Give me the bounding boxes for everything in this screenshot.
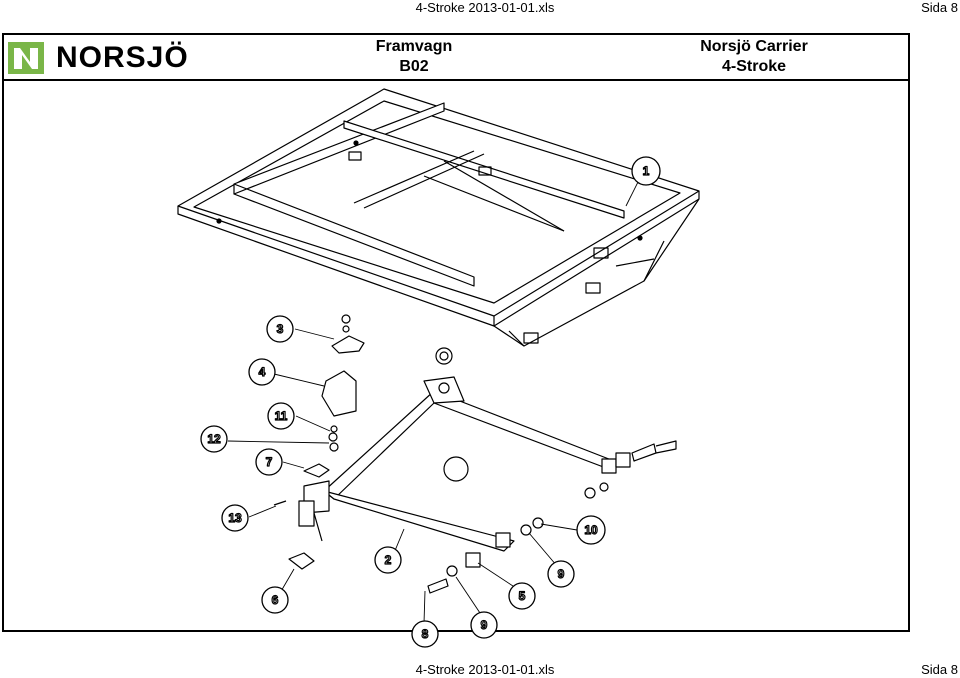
svg-text:13: 13 bbox=[228, 511, 242, 525]
header-filename: 4-Stroke 2013-01-01.xls bbox=[415, 0, 555, 15]
callout-9-lower: 9 bbox=[470, 611, 498, 639]
callout-7: 7 bbox=[255, 448, 283, 476]
svg-text:11: 11 bbox=[275, 409, 288, 423]
footer-filename: 4-Stroke 2013-01-01.xls bbox=[415, 662, 555, 677]
svg-text:6: 6 bbox=[272, 593, 279, 607]
callout-9-upper: 9 bbox=[547, 560, 575, 588]
drawing-frame: NORSJÖ Framvagn B02 Norsjö Carrier 4-Str… bbox=[2, 33, 910, 648]
svg-text:7: 7 bbox=[266, 455, 273, 469]
callout-8: 8 bbox=[411, 620, 439, 648]
svg-text:12: 12 bbox=[207, 432, 221, 446]
svg-text:9: 9 bbox=[558, 567, 565, 581]
bumper-parts bbox=[273, 314, 365, 570]
svg-text:3: 3 bbox=[277, 322, 284, 336]
callout-6: 6 bbox=[261, 586, 289, 614]
callout-11: 11 bbox=[267, 402, 295, 430]
svg-text:5: 5 bbox=[519, 589, 526, 603]
callout-4: 4 bbox=[248, 358, 276, 386]
norsjo-logo: NORSJÖ bbox=[8, 42, 208, 74]
svg-text:9: 9 bbox=[481, 618, 488, 632]
callout-10: 10 bbox=[576, 515, 606, 545]
title-line-1: Framvagn bbox=[375, 38, 453, 55]
callout-13: 13 bbox=[221, 504, 249, 532]
title-block: NORSJÖ Framvagn B02 Norsjö Carrier 4-Str… bbox=[4, 35, 908, 81]
callout-3: 3 bbox=[266, 315, 294, 343]
axle-assembly bbox=[303, 376, 677, 594]
callout-12: 12 bbox=[200, 425, 228, 453]
title-line-2: B02 bbox=[399, 58, 429, 75]
product-line-1: Norsjö Carrier bbox=[700, 38, 808, 55]
product-line-2: 4-Stroke bbox=[721, 58, 787, 75]
header-page-number: Sida 8 bbox=[921, 0, 958, 15]
svg-text:2: 2 bbox=[385, 553, 392, 567]
logo-wordmark: NORSJÖ bbox=[56, 41, 189, 74]
exploded-parts-drawing: 1 3 4 11 12 7 13 2 6 8 9 5 9 10 bbox=[177, 88, 700, 648]
norsjo-logo-icon bbox=[8, 42, 44, 74]
callout-2: 2 bbox=[374, 546, 402, 574]
callout-5: 5 bbox=[508, 582, 536, 610]
svg-text:8: 8 bbox=[422, 627, 429, 641]
svg-text:1: 1 bbox=[643, 164, 650, 178]
callout-1: 1 bbox=[631, 156, 661, 186]
footer-page-number: Sida 8 bbox=[921, 662, 958, 677]
frame-assembly bbox=[177, 88, 700, 365]
svg-text:10: 10 bbox=[584, 523, 598, 537]
svg-text:4: 4 bbox=[259, 365, 266, 379]
